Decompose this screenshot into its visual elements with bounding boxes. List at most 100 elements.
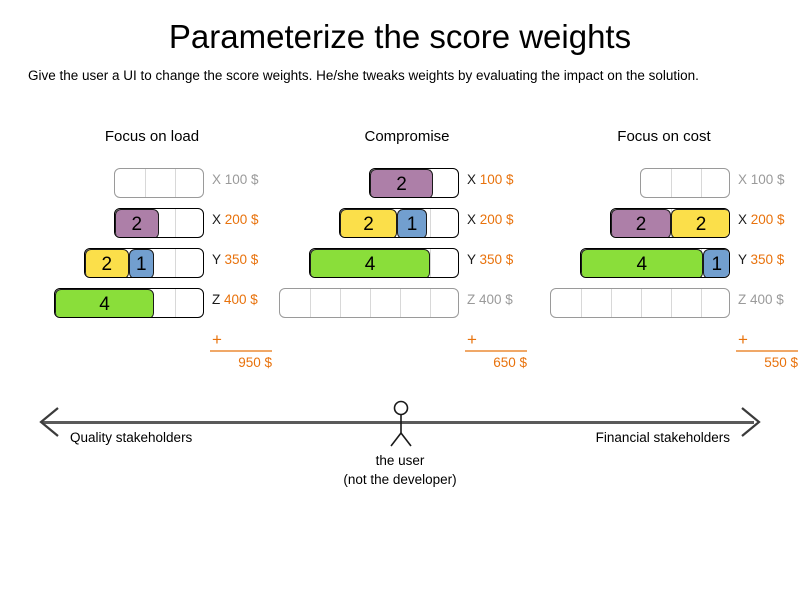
weight-slider-track[interactable]: 2 xyxy=(369,168,459,198)
row-label: X 200 $ xyxy=(467,212,514,227)
row-letter: Y xyxy=(738,252,747,267)
total-plus-sign: + xyxy=(738,330,748,349)
row-letter: X xyxy=(467,212,477,227)
total-value: 550 $ xyxy=(764,355,798,370)
page-title: Parameterize the score weights xyxy=(168,18,632,55)
row-letter: Z xyxy=(212,292,221,307)
weight-slider-track[interactable] xyxy=(550,288,730,318)
row-letter: X xyxy=(212,172,222,187)
weight-segment[interactable]: 4 xyxy=(581,249,703,277)
row-label: Z 400 $ xyxy=(738,292,784,307)
weight-slider-track[interactable]: 4 xyxy=(54,288,204,318)
row-amount: 100 $ xyxy=(479,172,514,187)
weight-segments: 2 xyxy=(370,169,433,197)
row-amount: 400 $ xyxy=(224,292,258,307)
row-letter: Y xyxy=(212,252,221,267)
column-heading: Focus on load xyxy=(104,128,200,145)
bar-area xyxy=(540,288,730,318)
row-label: X 100 $ xyxy=(738,172,785,187)
weight-segment[interactable]: 4 xyxy=(55,289,154,317)
bar-area: 2 xyxy=(28,208,204,238)
track-tick xyxy=(370,289,371,317)
track-tick xyxy=(175,289,176,317)
weight-segment[interactable]: 2 xyxy=(671,209,729,237)
row-amount: 100 $ xyxy=(750,172,785,187)
weight-row: 4 Z 400 $ xyxy=(28,288,276,328)
column-heading: Focus on cost xyxy=(617,128,711,145)
weight-segment[interactable]: 1 xyxy=(128,249,154,277)
page-subtitle: Give the user a UI to change the score w… xyxy=(28,68,699,83)
total-value: 950 $ xyxy=(238,355,272,370)
weight-row: 4 Y 350 $ xyxy=(283,248,531,288)
spectrum-left-label: Quality stakeholders xyxy=(70,430,193,445)
row-label: X 200 $ xyxy=(212,212,259,227)
total-value: 650 $ xyxy=(493,355,527,370)
track-tick-marks xyxy=(115,169,203,197)
row-amount: 350 $ xyxy=(224,252,259,267)
spectrum-right-label: Financial stakeholders xyxy=(595,430,730,445)
row-letter: X xyxy=(738,172,748,187)
stakeholder-spectrum: Quality stakeholders Financial stakehold… xyxy=(0,396,800,516)
weight-slider-track[interactable] xyxy=(640,168,730,198)
weight-row: 2 X 100 $ xyxy=(283,168,531,208)
total-plus-sign: + xyxy=(467,330,477,349)
row-label: Y 350 $ xyxy=(467,252,513,267)
stick-figure-caption-line2: (not the developer) xyxy=(343,472,457,487)
track-tick xyxy=(671,289,672,317)
stick-figure-caption-line1: the user xyxy=(375,453,425,468)
track-tick xyxy=(400,289,401,317)
weight-row: Z 400 $ xyxy=(279,288,531,328)
column-total: +950 $ xyxy=(210,330,272,370)
row-amount: 200 $ xyxy=(224,212,259,227)
weight-row: X 100 $ xyxy=(540,168,788,208)
row-letter: X xyxy=(738,212,748,227)
total-divider-rule xyxy=(210,350,272,352)
row-letter: X xyxy=(467,172,477,187)
row-letter: Y xyxy=(467,252,476,267)
weight-segment[interactable]: 4 xyxy=(310,249,430,277)
track-tick xyxy=(581,289,582,317)
weight-segments: 2 xyxy=(115,209,159,237)
row-amount: 200 $ xyxy=(479,212,514,227)
total-divider-rule xyxy=(465,350,527,352)
stick-figure-caption: the user (not the developer) xyxy=(0,451,800,489)
weight-slider-track[interactable]: 4 xyxy=(309,248,459,278)
row-label: Z 400 $ xyxy=(212,292,258,307)
weight-segment[interactable]: 2 xyxy=(340,209,397,237)
weight-segment[interactable]: 2 xyxy=(611,209,671,237)
track-tick xyxy=(430,249,431,277)
bar-area: 4 xyxy=(283,248,459,278)
weight-segment[interactable]: 2 xyxy=(115,209,159,237)
track-tick xyxy=(145,169,146,197)
weight-slider-track[interactable] xyxy=(279,288,459,318)
weight-segment[interactable]: 1 xyxy=(397,209,427,237)
weight-slider-track[interactable]: 2 xyxy=(114,208,204,238)
row-letter: Z xyxy=(467,292,476,307)
arrow-right-icon xyxy=(740,406,761,438)
track-tick xyxy=(611,289,612,317)
weight-slider-track[interactable] xyxy=(114,168,204,198)
weight-segment[interactable]: 2 xyxy=(370,169,433,197)
track-tick xyxy=(701,169,702,197)
weight-row: Z 400 $ xyxy=(540,288,788,328)
bar-area xyxy=(28,168,204,198)
row-label: Y 350 $ xyxy=(738,252,784,267)
weight-segment[interactable]: 2 xyxy=(85,249,129,277)
row-label: X 100 $ xyxy=(467,172,514,187)
total-plus-sign: + xyxy=(212,330,222,349)
column-heading: Compromise xyxy=(364,128,450,145)
weight-segment[interactable]: 1 xyxy=(702,249,729,277)
row-amount: 400 $ xyxy=(750,292,784,307)
